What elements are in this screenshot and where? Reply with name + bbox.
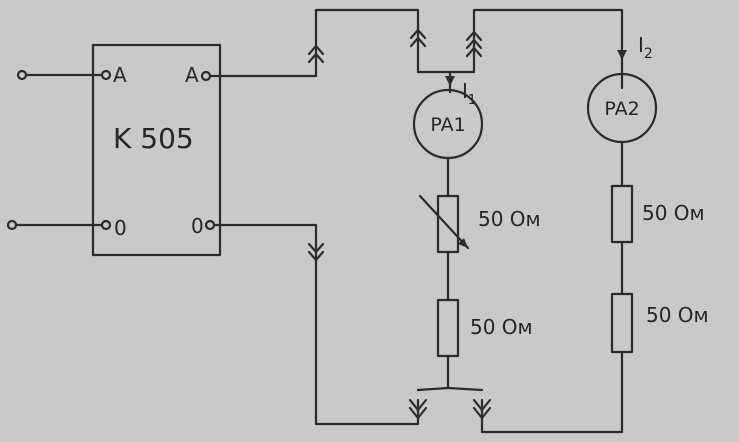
resistor-r4 (610, 292, 634, 354)
pin-0-right-label: 0 (191, 214, 204, 238)
wire-top-left (314, 8, 420, 78)
current-arrow-i2 (617, 50, 627, 60)
current-i2-label: I2 (638, 33, 653, 62)
pin-a-left-label: A (113, 63, 127, 87)
wire-r2-down-right (446, 386, 484, 392)
connector-chevron-2 (409, 28, 427, 48)
pin-a-right-label: A (185, 63, 199, 87)
pin-a-right-socket (200, 70, 212, 82)
wire-bottom-left (314, 223, 420, 426)
device-label: K 505 (113, 122, 194, 155)
connector-chevron-down-1 (307, 242, 325, 262)
resistor-r3 (610, 184, 634, 244)
pin-0-right-socket (204, 219, 216, 231)
resistor-r1-variable (436, 194, 460, 254)
resistor-r2 (436, 298, 460, 358)
ammeter-pa1-label: PA1 (430, 114, 465, 136)
wire-top-right (472, 8, 624, 90)
connector-chevron-3 (465, 30, 483, 58)
pin-a-left-socket (100, 69, 112, 81)
variable-arrow-head (458, 238, 468, 248)
resistor-r2-label: 50 Ом (470, 315, 533, 339)
current-arrow-i1 (445, 76, 455, 86)
connector-chevron-1 (307, 44, 325, 64)
resistor-r1-label: 50 Ом (478, 207, 541, 231)
pin-0-left-label: 0 (114, 216, 127, 240)
ammeter-pa2-label: PA2 (604, 98, 639, 120)
k505-device-box (91, 43, 222, 257)
connector-chevron-down-3 (472, 398, 492, 420)
wire-r2-down-left (416, 354, 450, 392)
terminal-a-left (16, 69, 28, 81)
resistor-r3-label: 50 Ом (642, 201, 705, 225)
terminal-0-left (6, 219, 18, 231)
wire-bottom-right (480, 350, 624, 434)
pin-0-left-socket (100, 219, 112, 231)
connector-chevron-down-2 (408, 398, 428, 420)
resistor-r4-label: 50 Ом (646, 303, 709, 327)
variable-arrow-shaft (418, 194, 470, 250)
